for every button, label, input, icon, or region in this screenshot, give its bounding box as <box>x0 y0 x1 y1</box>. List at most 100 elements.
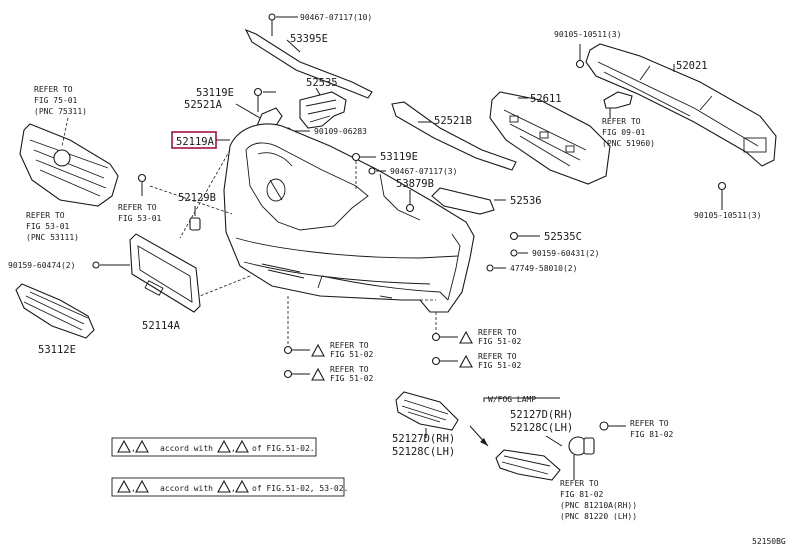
lower-grille-part[interactable] <box>15 283 95 339</box>
bolt-icon <box>351 152 361 162</box>
side-support-bracket-part[interactable] <box>431 187 495 215</box>
part-label[interactable]: 52128C(LH) <box>510 422 573 434</box>
svg-text:,: , <box>131 444 136 453</box>
part-label[interactable]: 52521B <box>434 115 472 127</box>
refer-note[interactable]: REFER TO <box>26 211 65 220</box>
refer-note[interactable]: (PNC 53111) <box>26 233 79 242</box>
fog-lamp-cover-part[interactable] <box>395 391 459 431</box>
part-label[interactable]: 52114A <box>142 320 181 332</box>
note-triangle-icon <box>135 479 149 493</box>
refer-note[interactable]: REFER TO <box>118 203 157 212</box>
svg-text:,: , <box>131 484 136 493</box>
clip-icon <box>431 356 441 366</box>
bolt-icon <box>717 181 727 191</box>
part-label[interactable]: 52521A <box>184 99 223 111</box>
radiator-grille-part[interactable] <box>19 123 119 207</box>
refer-note[interactable]: (PNC 81220 (LH)) <box>560 512 637 521</box>
refer-note[interactable]: FIG 51-02 <box>478 361 522 370</box>
note-triangle-icon <box>235 479 249 493</box>
part-label[interactable]: 52535 <box>306 77 338 89</box>
part-label[interactable]: 53879B <box>396 178 434 190</box>
part-label[interactable]: 52611 <box>530 93 562 105</box>
clip-icon <box>137 173 147 183</box>
refer-note[interactable]: (PNC 51960) <box>602 139 655 148</box>
bumper-reinforcement-beam-part[interactable] <box>585 43 777 167</box>
refer-note[interactable]: (PNC 75311) <box>34 107 87 116</box>
part-label[interactable]: 53112E <box>38 344 76 356</box>
note-triangle-icon <box>217 479 231 493</box>
fog-lamp-cover-part[interactable] <box>495 449 561 481</box>
bolt-icon <box>253 87 263 97</box>
note-triangle-icon <box>235 439 249 453</box>
clip-icon <box>283 369 293 379</box>
part-label[interactable]: 52535C <box>544 231 582 243</box>
bumper-upper-reinforcement-part[interactable] <box>244 28 373 99</box>
refer-note[interactable]: REFER TO <box>330 341 369 350</box>
part-label[interactable]: 52128C(LH) <box>392 446 455 458</box>
clip-icon <box>405 203 415 213</box>
refer-note[interactable]: FIG 75-01 <box>34 96 78 105</box>
energy-absorber-part[interactable] <box>489 91 611 185</box>
fastener-label: 90159-60431(2) <box>532 249 599 258</box>
fastener-label: 90159-60474(2) <box>8 261 75 270</box>
absorber-bracket-part[interactable] <box>603 91 633 109</box>
refer-note[interactable]: FIG 51-02 <box>478 337 522 346</box>
bumper-bracket-part[interactable] <box>299 91 347 129</box>
fastener-label: 90105-10511(3) <box>694 211 761 220</box>
fastener-label: 90109-06283 <box>314 127 367 136</box>
refer-note[interactable]: FIG 81-02 <box>630 430 674 439</box>
part-label[interactable]: 52536 <box>510 195 542 207</box>
part-label[interactable]: 52127D(RH) <box>392 433 455 445</box>
refer-note[interactable]: REFER TO <box>630 419 669 428</box>
screw-icon <box>510 249 518 257</box>
part-label[interactable]: 52129B <box>178 192 216 204</box>
legend-text: of FIG.51-02. <box>252 444 315 453</box>
legend-row-1: , accord with , of FIG.51-02. <box>111 437 317 457</box>
note-triangle-icon <box>217 439 231 453</box>
note-triangle-icon <box>311 367 325 381</box>
part-label[interactable]: 53395E <box>290 33 328 45</box>
refer-note[interactable]: (PNC 81210A(RH)) <box>560 501 637 510</box>
clip-icon <box>283 345 293 355</box>
right-side-retainer-part[interactable] <box>391 101 517 171</box>
legend-row-2: , accord with , of FIG.51-02, 53-02. <box>111 477 348 497</box>
refer-note[interactable]: REFER TO <box>478 328 517 337</box>
cover-plug-part[interactable] <box>189 217 201 231</box>
note-triangle-icon <box>117 439 131 453</box>
refer-note[interactable]: FIG 51-02 <box>330 374 374 383</box>
legend-text: accord with <box>160 484 213 493</box>
diagram-id: 52150BG <box>752 537 786 546</box>
part-label[interactable]: 52021 <box>676 60 708 72</box>
svg-text:,: , <box>231 484 236 493</box>
refer-note[interactable]: FIG 53-01 <box>26 222 70 231</box>
fastener-label: 47749-58010(2) <box>510 264 577 273</box>
refer-note[interactable]: FIG 81-02 <box>560 490 604 499</box>
license-plate-bracket-part[interactable] <box>129 233 201 313</box>
note-triangle-icon <box>459 330 473 344</box>
fastener-label: 90467-07117(10) <box>300 13 372 22</box>
screw-icon <box>92 261 100 269</box>
refer-note[interactable]: REFER TO <box>330 365 369 374</box>
screw-icon <box>486 264 494 272</box>
refer-note[interactable]: FIG 09-01 <box>602 128 646 137</box>
refer-note[interactable]: REFER TO <box>478 352 517 361</box>
bolt-icon <box>575 59 585 69</box>
fastener-label: 90105-10511(3) <box>554 30 621 39</box>
legend-text: of FIG.51-02, 53-02. <box>252 484 348 493</box>
fastener-label: 90467-07117(3) <box>390 167 457 176</box>
refer-note[interactable]: REFER TO <box>602 117 641 126</box>
svg-text:,: , <box>231 444 236 453</box>
refer-note[interactable]: FIG 51-02 <box>330 350 374 359</box>
highlighted-part-label[interactable]: 52119A <box>176 136 215 148</box>
front-bumper-cover-part[interactable] <box>223 123 475 313</box>
part-label[interactable]: 53119E <box>196 87 234 99</box>
part-label[interactable]: 52127D(RH) <box>510 409 573 421</box>
fog-lamp-label: W/FOG LAMP <box>488 395 536 404</box>
note-triangle-icon <box>311 343 325 357</box>
refer-note[interactable]: REFER TO <box>560 479 599 488</box>
refer-note[interactable]: FIG 53-01 <box>118 214 162 223</box>
part-label[interactable]: 53119E <box>380 151 418 163</box>
refer-note[interactable]: REFER TO <box>34 85 73 94</box>
